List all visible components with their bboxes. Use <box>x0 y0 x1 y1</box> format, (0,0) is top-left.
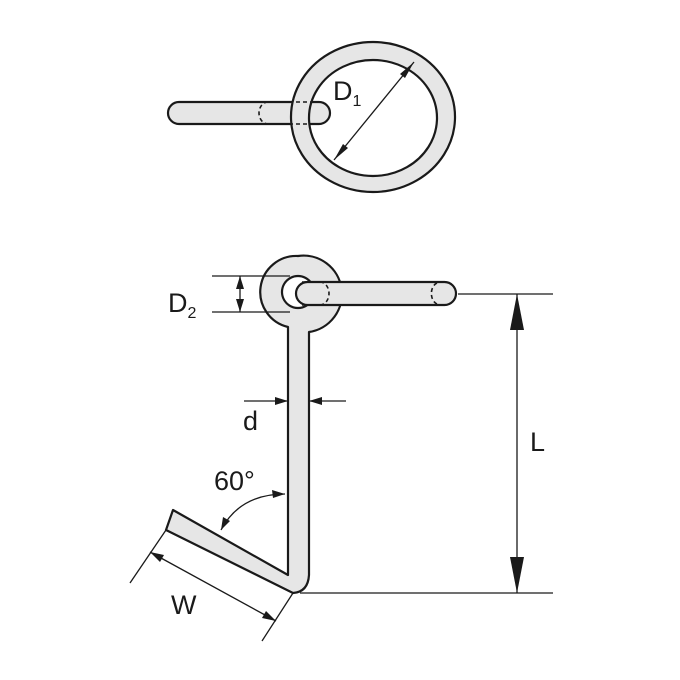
angle-arc <box>220 493 286 531</box>
d1-label: D1 <box>333 76 362 110</box>
front-view-pin-body <box>294 280 458 307</box>
top-view-ring <box>289 40 457 194</box>
w-extension-left <box>129 529 167 584</box>
top-view-hidden-pin-end <box>258 101 318 125</box>
d1-dimension-line <box>333 61 415 161</box>
front-view: D2 d 60° W L <box>129 254 553 642</box>
l-label: L <box>530 427 545 457</box>
d-label: d <box>243 406 258 436</box>
angle-arrowhead-top <box>272 490 285 498</box>
front-view-hidden-pin-end <box>300 281 438 306</box>
w-arrowhead-right <box>262 611 276 621</box>
l-arrowhead-top <box>510 294 524 330</box>
angle-arrowhead-bottom <box>221 517 230 530</box>
d2-label: D2 <box>168 288 197 322</box>
angle-label: 60° <box>214 466 255 496</box>
d-arrowhead-right <box>309 397 322 405</box>
top-view-pin-body <box>166 100 332 126</box>
d1-arrowhead-lower <box>334 144 348 160</box>
w-extension-right <box>261 592 294 642</box>
l-arrowhead-bottom <box>510 557 524 593</box>
d2-arrowhead-top <box>236 276 244 289</box>
top-view: D1 <box>166 40 457 194</box>
d-arrowhead-left <box>275 397 288 405</box>
w-arrowhead-left <box>150 552 164 562</box>
d1-arrowhead-upper <box>400 62 414 78</box>
w-label: W <box>171 590 197 620</box>
d2-arrowhead-bottom <box>236 299 244 312</box>
w-dimension-line <box>149 551 277 622</box>
